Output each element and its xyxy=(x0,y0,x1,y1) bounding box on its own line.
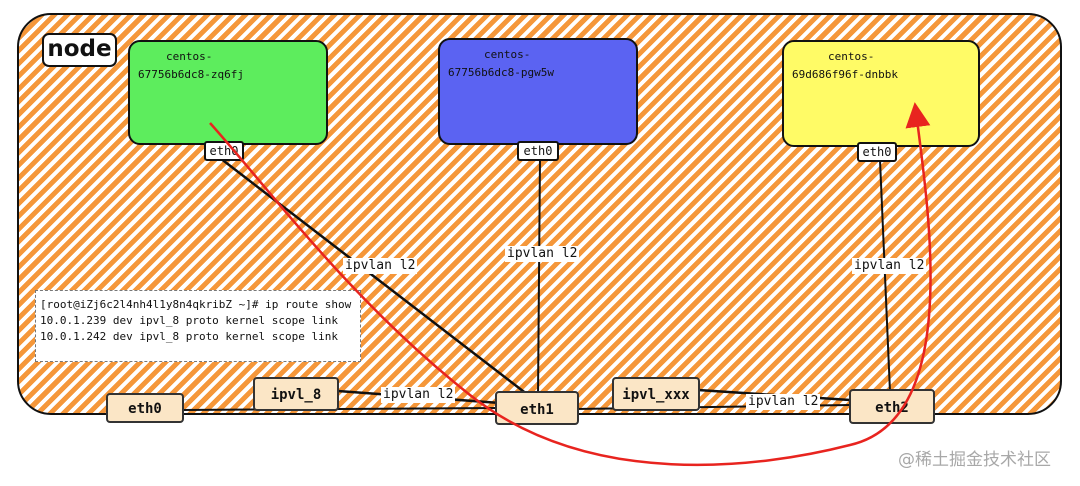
host-iface-eth0: eth0 xyxy=(106,393,184,423)
link-pod-a-eth1 xyxy=(219,157,533,399)
terminal-line: [root@iZj6c2l4nh4l1y8n4qkribZ ~]# ip rou… xyxy=(40,298,352,311)
pod-name-line1: centos- xyxy=(166,50,213,63)
link-label-ipvlxxx: ipvlan l2 xyxy=(746,394,821,410)
traffic-path-arrow xyxy=(209,102,932,467)
pod-name-line2: 67756b6dc8-zq6fj xyxy=(138,68,244,81)
link-label-pod-a: ipvlan l2 xyxy=(343,258,418,274)
pod-b-eth0-tag: eth0 xyxy=(517,141,559,161)
pod-centos-pgw5w: centos- 67756b6dc8-pgw5w xyxy=(438,38,638,145)
host-iface-eth1: eth1 xyxy=(495,391,579,425)
pod-c-eth0-tag: eth0 xyxy=(857,142,897,162)
link-pod-c-eth2 xyxy=(879,159,891,393)
pod-name-line2: 67756b6dc8-pgw5w xyxy=(448,66,554,79)
pod-name-line1: centos- xyxy=(828,50,875,63)
link-label-ipvl8: ipvlan l2 xyxy=(381,387,456,403)
terminal-line: 10.0.1.242 dev ipvl_8 proto kernel scope… xyxy=(40,330,339,343)
pod-name-line2: 69d686f96f-dnbbk xyxy=(792,68,898,81)
link-label-pod-c: ipvlan l2 xyxy=(852,258,927,274)
host-iface-ipvl-8: ipvl_8 xyxy=(253,377,339,411)
link-eth0-eth1 xyxy=(182,407,501,411)
pod-centos-zq6fj: centos- 67756b6dc8-zq6fj xyxy=(128,40,328,145)
terminal-line: 10.0.1.239 dev ipvl_8 proto kernel scope… xyxy=(40,314,339,327)
pod-a-eth0-tag: eth0 xyxy=(204,141,244,161)
pod-name-line1: centos- xyxy=(484,48,531,61)
host-iface-ipvl-xxx: ipvl_xxx xyxy=(612,377,700,411)
node-label: node xyxy=(42,33,117,67)
link-pod-b-eth1 xyxy=(537,157,541,397)
watermark: @稀土掘金技术社区 xyxy=(898,450,1051,470)
link-label-pod-b: ipvlan l2 xyxy=(505,246,580,262)
route-terminal-output: [root@iZj6c2l4nh4l1y8n4qkribZ ~]# ip rou… xyxy=(35,290,361,362)
